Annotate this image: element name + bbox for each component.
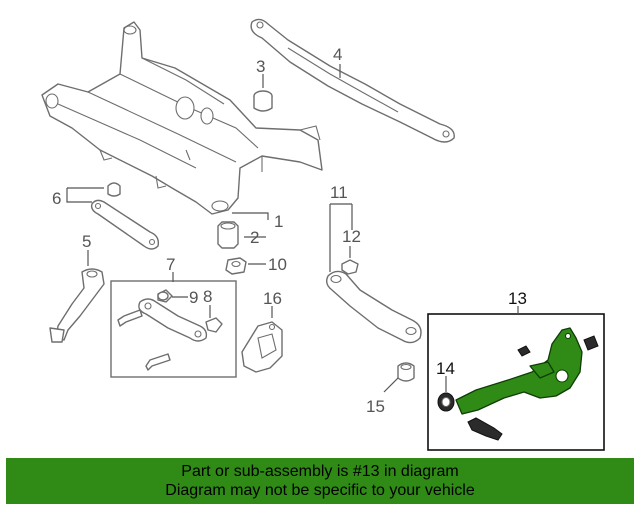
callout-9: 9 — [189, 288, 198, 307]
exploded-parts-diagram: 3 4 1 2 6 5 7 8 9 10 16 11 12 13 14 15 — [41, 18, 605, 451]
part-5-arm[interactable] — [49, 268, 105, 343]
callout-11: 11 — [330, 183, 348, 202]
callout-14: 14 — [436, 359, 455, 378]
info-banner: Part or sub-assembly is #13 in diagram D… — [6, 458, 634, 504]
callout-12: 12 — [342, 227, 361, 246]
part-7-bolts[interactable] — [117, 309, 171, 371]
part-9-bushing[interactable] — [157, 291, 169, 301]
part-14-bushing[interactable] — [437, 392, 455, 412]
banner-line-disclaimer: Diagram may not be specific to your vehi… — [165, 482, 475, 499]
part-11-lower-arm[interactable] — [325, 270, 422, 344]
callout-5: 5 — [82, 232, 91, 251]
part-8-bushing[interactable] — [205, 317, 223, 333]
part-15-bushing[interactable] — [397, 362, 415, 382]
callout-15: 15 — [366, 397, 385, 416]
part-10-bushing[interactable] — [225, 257, 247, 275]
callout-16: 16 — [263, 289, 282, 308]
part-4-lateral-link[interactable] — [250, 18, 455, 143]
part-12-bushing[interactable] — [341, 259, 359, 275]
part-13-group-frame — [427, 313, 605, 451]
callout-3: 3 — [256, 57, 265, 76]
part-2-bushing[interactable] — [217, 221, 239, 249]
banner-line-part: Part or sub-assembly is #13 in diagram — [181, 463, 459, 480]
callout-10: 10 — [268, 255, 287, 274]
part-13-trailing-arm[interactable] — [455, 327, 583, 415]
part-16-bracket[interactable] — [241, 321, 283, 373]
part-3-bushing[interactable] — [253, 90, 273, 112]
callout-6: 6 — [52, 189, 61, 208]
callout-leaders — [66, 64, 519, 393]
callout-labels: 3 4 1 2 6 5 7 8 9 10 16 11 12 13 14 15 — [52, 45, 527, 416]
part-6-link-set[interactable] — [90, 182, 160, 250]
callout-7: 7 — [166, 255, 175, 274]
callout-8: 8 — [203, 287, 212, 306]
callout-2: 2 — [250, 228, 259, 247]
callout-1: 1 — [274, 212, 283, 231]
rear-crossmember[interactable] — [41, 21, 323, 215]
callout-13: 13 — [508, 289, 527, 308]
part-13-bolts[interactable] — [467, 335, 599, 441]
callout-4: 4 — [333, 45, 342, 64]
